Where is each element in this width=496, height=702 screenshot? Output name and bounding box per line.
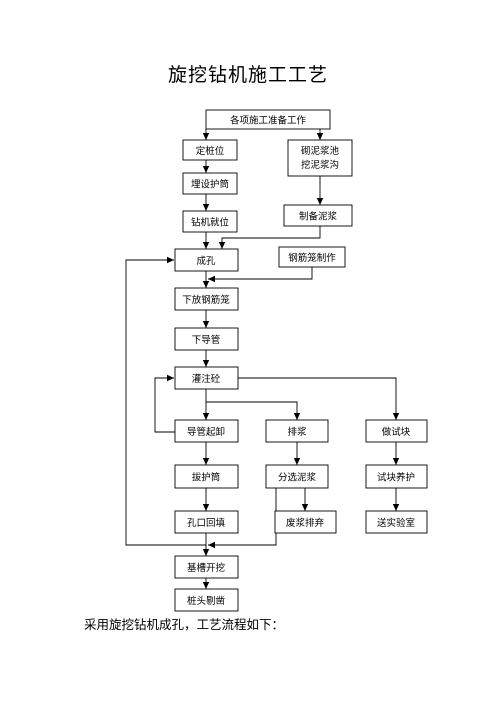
box-hole-label: 成孔: [196, 255, 216, 267]
box-concrete-pour-label: 灌注砼: [192, 373, 221, 385]
box-cage-lower-label: 下放钢筋笼: [182, 294, 230, 306]
box-casing-bury: 埋设护筒: [182, 172, 238, 195]
connectors: [125, 129, 400, 589]
box-test-block-make: 做试块: [365, 419, 428, 443]
box-hole-backfill-label: 孔口回填: [187, 517, 226, 529]
arrow-pour-to-drain: [206, 401, 301, 420]
box-pile-position: 定桩位: [182, 139, 238, 161]
box-mud-separate-label: 分选泥浆: [278, 472, 317, 484]
box-tremie-lower-label: 下导管: [192, 334, 221, 346]
box-casing-pull-label: 拔护筒: [192, 472, 221, 484]
arrow-lift-loop: [154, 374, 175, 433]
box-prep-label: 各项施工准备工作: [230, 115, 307, 127]
box-waste-mud: 废浆排弃: [274, 510, 337, 534]
box-pile-head-chisel: 桩头剔凿: [174, 588, 239, 612]
box-tremie-lower: 下导管: [174, 327, 239, 351]
box-mud-pit-line2: 挖泥浆沟: [301, 159, 339, 171]
box-test-block-cure-label: 试块养护: [377, 472, 415, 484]
arrow-mudmake-to-hole: [218, 226, 321, 249]
box-casing-pull: 拔护筒: [174, 464, 239, 489]
box-trench-excavate: 基槽开挖: [174, 555, 239, 579]
box-rig-position: 钻机就位: [182, 210, 238, 233]
box-cage-make: 钢筋笼制作: [278, 246, 346, 268]
box-hole-backfill: 孔口回填: [174, 510, 239, 534]
box-lab-send: 送实验室: [365, 510, 428, 534]
box-slurry-drain: 排浆: [265, 419, 329, 443]
box-mud-pit: 砌泥浆池 挖泥浆沟: [287, 139, 353, 177]
box-mud-make-label: 制备泥浆: [299, 211, 338, 223]
arrow-outer-loop: [125, 256, 206, 546]
box-waste-mud-label: 废浆排弃: [286, 517, 325, 529]
caption: 采用旋挖钻机成孔，工艺流程如下：: [84, 617, 285, 632]
box-cage-make-label: 钢筋笼制作: [288, 252, 336, 264]
box-pile-head-chisel-label: 桩头剔凿: [187, 595, 226, 607]
box-slurry-drain-label: 排浆: [287, 426, 307, 438]
box-rig-position-label: 钻机就位: [191, 217, 230, 229]
box-tremie-lift-label: 导管起卸: [187, 426, 225, 438]
box-cage-lower: 下放钢筋笼: [174, 287, 239, 311]
box-trench-excavate-label: 基槽开挖: [187, 562, 226, 574]
box-casing-bury-label: 埋设护筒: [191, 179, 229, 191]
box-pile-position-label: 定桩位: [196, 145, 225, 157]
box-mud-make: 制备泥浆: [283, 204, 353, 227]
arrow-cagemake-join: [208, 267, 313, 283]
box-hole: 成孔: [174, 248, 239, 272]
box-prep: 各项施工准备工作: [205, 109, 331, 130]
box-test-block-make-label: 做试块: [382, 426, 411, 438]
box-test-block-cure: 试块养护: [365, 464, 428, 489]
arrow-pour-to-testblock: [238, 377, 400, 420]
box-lab-send-label: 送实验室: [377, 517, 415, 529]
box-tremie-lift: 导管起卸: [174, 419, 239, 443]
box-concrete-pour: 灌注砼: [174, 366, 239, 390]
page-title: 旋挖钻机施工工艺: [167, 64, 328, 86]
box-mud-pit-line1: 砌泥浆池: [301, 145, 340, 157]
box-mud-separate: 分选泥浆: [265, 464, 329, 489]
arrow-separate-recycle: [208, 488, 277, 549]
